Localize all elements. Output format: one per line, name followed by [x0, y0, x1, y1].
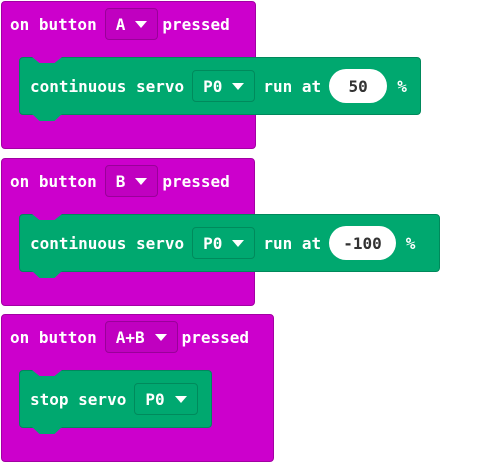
- button-dropdown-value: A: [115, 14, 126, 34]
- event-suffix-label: pressed: [162, 171, 230, 191]
- pin-dropdown-value: P0: [203, 76, 223, 96]
- continuous-servo-block[interactable]: continuous servo P0 run at 50 %: [19, 57, 421, 115]
- statement-prefix-label: stop servo: [30, 389, 127, 409]
- percent-label: %: [397, 76, 407, 96]
- pin-dropdown[interactable]: P0: [134, 383, 198, 415]
- on-button-a-pressed-block[interactable]: on button A pressed continuous servo P0 …: [1, 1, 421, 149]
- percent-label: %: [405, 233, 416, 253]
- button-dropdown[interactable]: A+B: [104, 321, 178, 353]
- on-button-ab-pressed-block[interactable]: on button A+B pressed stop servo P0: [1, 314, 274, 462]
- event-prefix-label: on button: [10, 171, 97, 191]
- caret-down-icon: [232, 82, 245, 90]
- on-button-b-pressed-block[interactable]: on button B pressed continuous servo P0 …: [1, 158, 440, 306]
- pin-dropdown-value: P0: [203, 233, 223, 253]
- statement-middle-label: run at: [263, 233, 322, 253]
- event-header: on button A+B pressed: [2, 315, 257, 359]
- button-dropdown-value: B: [115, 171, 126, 191]
- pin-dropdown-value: P0: [145, 389, 165, 409]
- caret-down-icon: [154, 333, 167, 341]
- pin-dropdown[interactable]: P0: [192, 70, 256, 102]
- event-suffix-label: pressed: [162, 14, 230, 34]
- speed-input[interactable]: 50: [329, 69, 388, 103]
- continuous-servo-block[interactable]: continuous servo P0 run at -100 %: [19, 214, 440, 272]
- stop-servo-block[interactable]: stop servo P0: [19, 370, 212, 428]
- event-header: on button B pressed: [2, 159, 238, 203]
- caret-down-icon: [135, 177, 148, 185]
- caret-down-icon: [135, 20, 148, 28]
- pin-dropdown[interactable]: P0: [192, 227, 256, 259]
- statement-prefix-label: continuous servo: [30, 233, 185, 253]
- event-header: on button A pressed: [2, 2, 238, 46]
- event-prefix-label: on button: [10, 327, 97, 347]
- button-dropdown[interactable]: B: [104, 165, 159, 197]
- statement-middle-label: run at: [263, 76, 322, 96]
- event-prefix-label: on button: [10, 14, 97, 34]
- caret-down-icon: [232, 239, 245, 247]
- event-suffix-label: pressed: [181, 327, 250, 347]
- button-dropdown-value: A+B: [115, 327, 145, 347]
- statement-prefix-label: continuous servo: [30, 76, 185, 96]
- speed-input[interactable]: -100: [329, 226, 396, 260]
- button-dropdown[interactable]: A: [104, 8, 159, 40]
- caret-down-icon: [174, 395, 187, 403]
